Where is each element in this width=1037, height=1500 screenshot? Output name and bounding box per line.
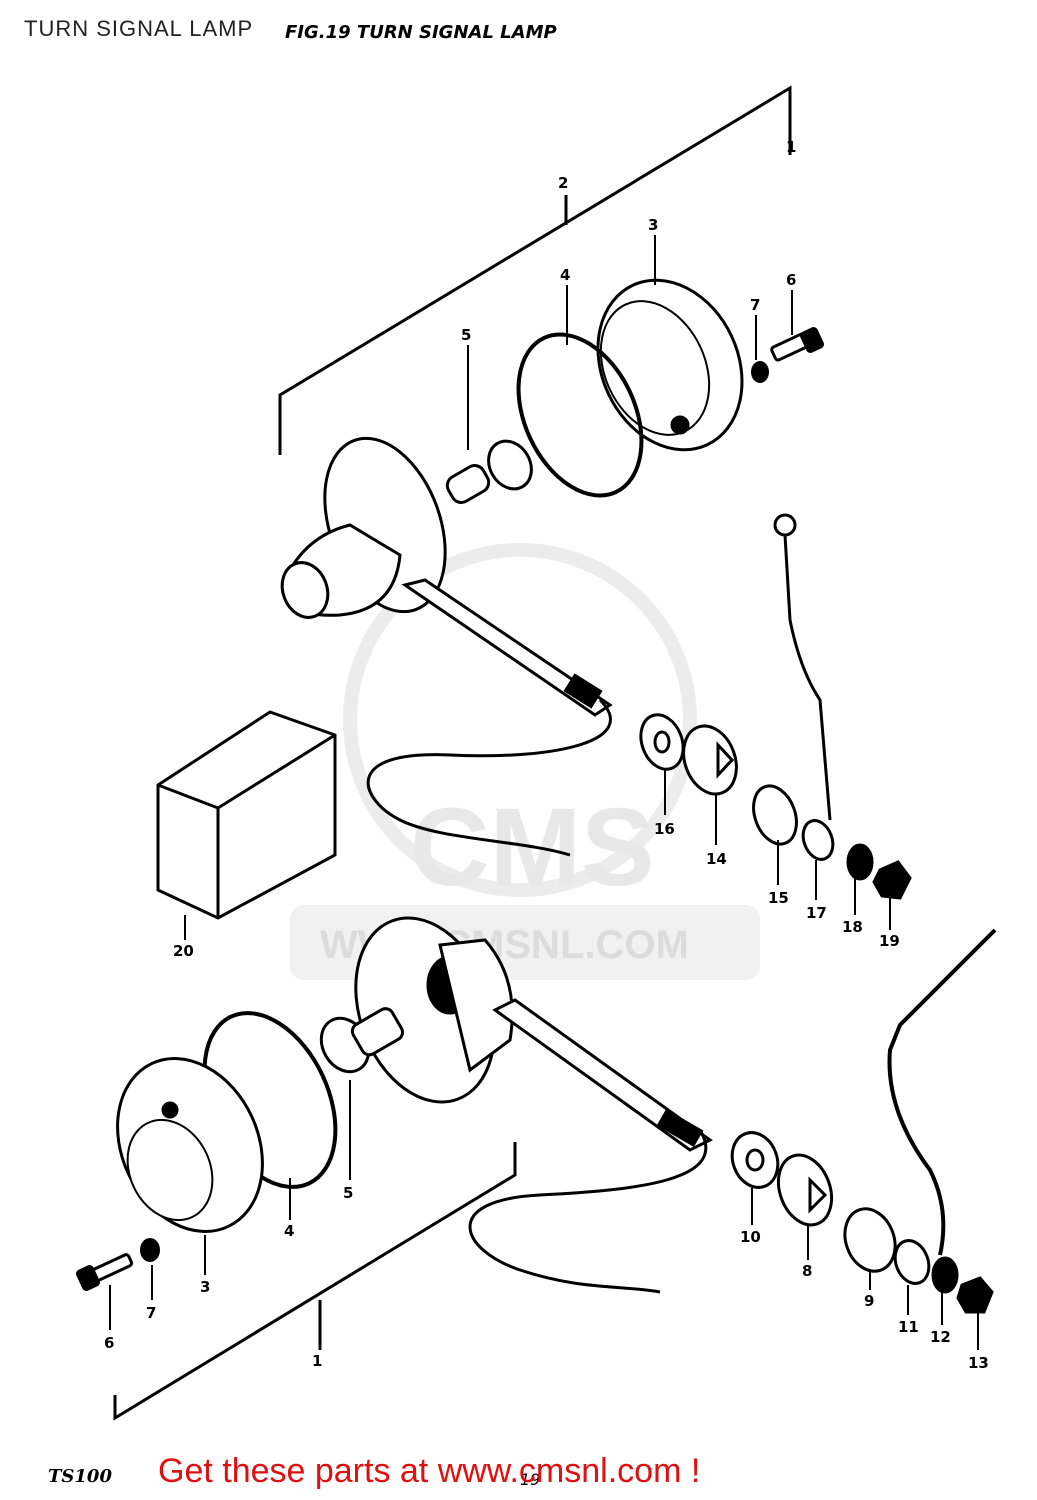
callout-8: 8 — [802, 1262, 812, 1280]
callout-labels: 1 2 3 4 5 6 7 16 14 15 17 18 19 20 5 4 3… — [104, 138, 989, 1372]
lower-lens — [116, 1057, 264, 1233]
callout-15: 15 — [768, 889, 789, 907]
callout-17: 17 — [806, 904, 827, 922]
upper-ground-wire — [773, 513, 832, 821]
upper-assembly-bracket — [278, 85, 792, 455]
lower-bulb — [319, 1007, 404, 1074]
lower-assembly-bracket — [113, 1142, 517, 1421]
callout-6-bottom: 6 — [104, 1334, 114, 1352]
callout-19: 19 — [879, 932, 900, 950]
upper-lens — [596, 278, 744, 452]
callout-3-bottom: 3 — [200, 1278, 210, 1296]
upper-lead-wire — [366, 698, 612, 857]
callout-1-top: 1 — [786, 138, 796, 156]
upper-bulb — [445, 439, 533, 504]
upper-lens-gasket — [516, 332, 644, 498]
spacer-15 — [752, 784, 798, 846]
callout-2: 2 — [558, 174, 568, 192]
upper-screw — [770, 327, 824, 362]
callout-10: 10 — [740, 1228, 761, 1246]
callout-3-top: 3 — [648, 216, 658, 234]
callout-16: 16 — [654, 820, 675, 838]
callout-14: 14 — [706, 850, 727, 868]
lower-housing — [354, 916, 713, 1152]
callout-4-bottom: 4 — [284, 1222, 294, 1240]
callout-11: 11 — [898, 1318, 919, 1336]
lower-ground-wire — [887, 928, 997, 1256]
callout-13: 13 — [968, 1354, 989, 1372]
callout-6-top: 6 — [786, 271, 796, 289]
washer-11 — [893, 1239, 931, 1285]
nut-13 — [956, 1276, 994, 1314]
lock-washer-18 — [846, 843, 874, 881]
lock-washer-12 — [931, 1256, 959, 1294]
callout-12: 12 — [930, 1328, 951, 1346]
figure-title: FIG.19 TURN SIGNAL LAMP — [285, 22, 557, 43]
callout-7-bottom: 7 — [146, 1304, 156, 1322]
callout-4-top: 4 — [560, 266, 570, 284]
upper-screw-washer — [751, 361, 769, 383]
nut-19 — [872, 860, 912, 900]
flasher-relay — [156, 710, 337, 920]
callout-5-bottom: 5 — [343, 1184, 353, 1202]
promo-link[interactable]: Get these parts at www.cmsnl.com ! — [158, 1452, 701, 1490]
page-title: TURN SIGNAL LAMP — [24, 16, 254, 41]
model-code: TS100 — [48, 1466, 112, 1487]
grommet-14 — [682, 724, 738, 796]
callout-5-top: 5 — [461, 326, 471, 344]
washer-17 — [801, 819, 835, 861]
page-reference: 19 — [520, 1470, 541, 1489]
lower-mounting-hardware — [730, 1131, 994, 1314]
callout-7-top: 7 — [750, 296, 760, 314]
callout-18: 18 — [842, 918, 863, 936]
upper-housing — [280, 436, 613, 717]
grommet-8 — [776, 1153, 834, 1227]
spacer-9 — [843, 1207, 897, 1273]
callout-leaders — [109, 235, 979, 1350]
upper-mounting-hardware — [639, 713, 912, 900]
callout-1-bottom: 1 — [312, 1352, 322, 1370]
callout-9: 9 — [864, 1292, 874, 1310]
callout-20: 20 — [173, 942, 194, 960]
lower-screw-washer — [140, 1238, 160, 1262]
lower-screw — [76, 1253, 134, 1291]
lower-lead-wire — [468, 1129, 708, 1294]
